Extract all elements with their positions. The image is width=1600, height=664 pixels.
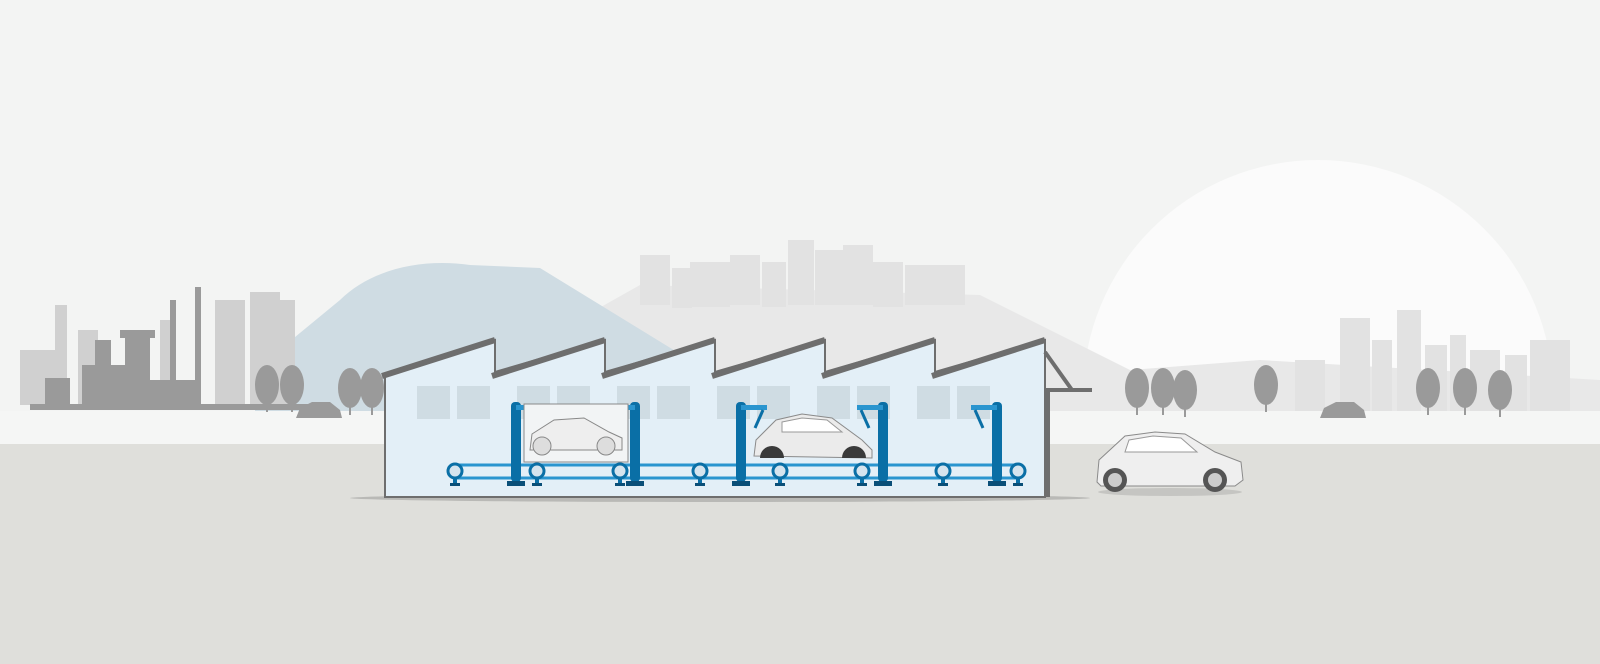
background-car-left — [296, 402, 342, 418]
factory-window — [917, 386, 950, 419]
roller-foot — [615, 483, 625, 486]
tree-trunk — [1265, 400, 1267, 412]
car-chassis-blueprint — [523, 403, 629, 463]
roller-stand — [778, 478, 782, 484]
tree-icon — [1254, 365, 1278, 405]
tree-icon — [1151, 368, 1175, 408]
robot-base — [988, 481, 1006, 486]
robot-column — [736, 402, 746, 482]
robot-arm — [857, 405, 883, 410]
roller-foot — [938, 483, 948, 486]
roller-foot — [857, 483, 867, 486]
robot-base — [874, 481, 892, 486]
roof-slope — [491, 337, 606, 379]
roof-slope — [381, 337, 496, 379]
conveyor-roller — [853, 462, 871, 480]
conveyor-roller — [691, 462, 709, 480]
tree-icon — [255, 365, 279, 405]
robot-column — [511, 402, 521, 482]
tree-icon — [1453, 368, 1477, 408]
roller-stand — [535, 478, 539, 484]
roof-slope — [601, 337, 716, 379]
factory-window — [457, 386, 490, 419]
factory-building — [381, 337, 1092, 498]
roller-foot — [450, 483, 460, 486]
robot-column — [878, 402, 888, 482]
roller-stand — [698, 478, 702, 484]
tree-group — [255, 365, 1512, 417]
roller-foot — [775, 483, 785, 486]
robot-base — [626, 481, 644, 486]
robot-arm — [741, 405, 767, 410]
roof-slope — [931, 337, 1046, 379]
conveyor-roller — [611, 462, 629, 480]
tree-trunk — [291, 400, 293, 412]
tree-trunk — [349, 403, 351, 415]
tree-trunk — [1427, 403, 1429, 415]
conveyor-roller — [934, 462, 952, 480]
robot-column — [992, 402, 1002, 482]
conveyor-roller — [446, 462, 464, 480]
tree-icon — [338, 368, 362, 408]
tree-trunk — [1136, 403, 1138, 415]
tree-icon — [1173, 370, 1197, 410]
car-on-line — [753, 413, 873, 459]
roller-foot — [1013, 483, 1023, 486]
robot-gripper — [753, 409, 765, 429]
roller-stand — [941, 478, 945, 484]
window-row — [417, 386, 990, 419]
factory-window — [657, 386, 690, 419]
roller-stand — [1016, 478, 1020, 484]
city-skyline-center — [640, 240, 965, 308]
factory-window — [957, 386, 990, 419]
robot-gripper — [973, 409, 985, 429]
tree-trunk — [1464, 403, 1466, 415]
roof-slope — [821, 337, 936, 379]
tree-trunk — [1184, 405, 1186, 417]
tree-trunk — [1499, 405, 1501, 417]
roller-stand — [860, 478, 864, 484]
conveyor-roller — [771, 462, 789, 480]
roller-foot — [532, 483, 542, 486]
factory-window — [417, 386, 450, 419]
roller-stand — [618, 478, 622, 484]
industrial-silhouette — [30, 287, 310, 410]
finished-car[interactable] — [1096, 431, 1244, 496]
conveyor-roller — [1009, 462, 1027, 480]
tree-icon — [360, 368, 384, 408]
factory-window — [817, 386, 850, 419]
roller-stand — [453, 478, 457, 484]
conveyor-roller — [528, 462, 546, 480]
canopy — [1043, 350, 1092, 497]
tree-icon — [1488, 370, 1512, 410]
robot-column — [630, 402, 640, 482]
tree-trunk — [371, 403, 373, 415]
background-car-right — [1320, 402, 1366, 418]
tree-trunk — [266, 400, 268, 412]
city-skyline-right — [1295, 310, 1570, 420]
robot-arm — [971, 405, 997, 410]
robot-base — [507, 481, 525, 486]
sawtooth-roof — [381, 337, 1046, 379]
roof-slope — [711, 337, 826, 379]
robot-base — [732, 481, 750, 486]
tree-icon — [1416, 368, 1440, 408]
robot-gripper — [859, 409, 871, 429]
tree-icon — [280, 365, 304, 405]
roller-foot — [695, 483, 705, 486]
tree-icon — [1125, 368, 1149, 408]
tree-trunk — [1162, 403, 1164, 415]
